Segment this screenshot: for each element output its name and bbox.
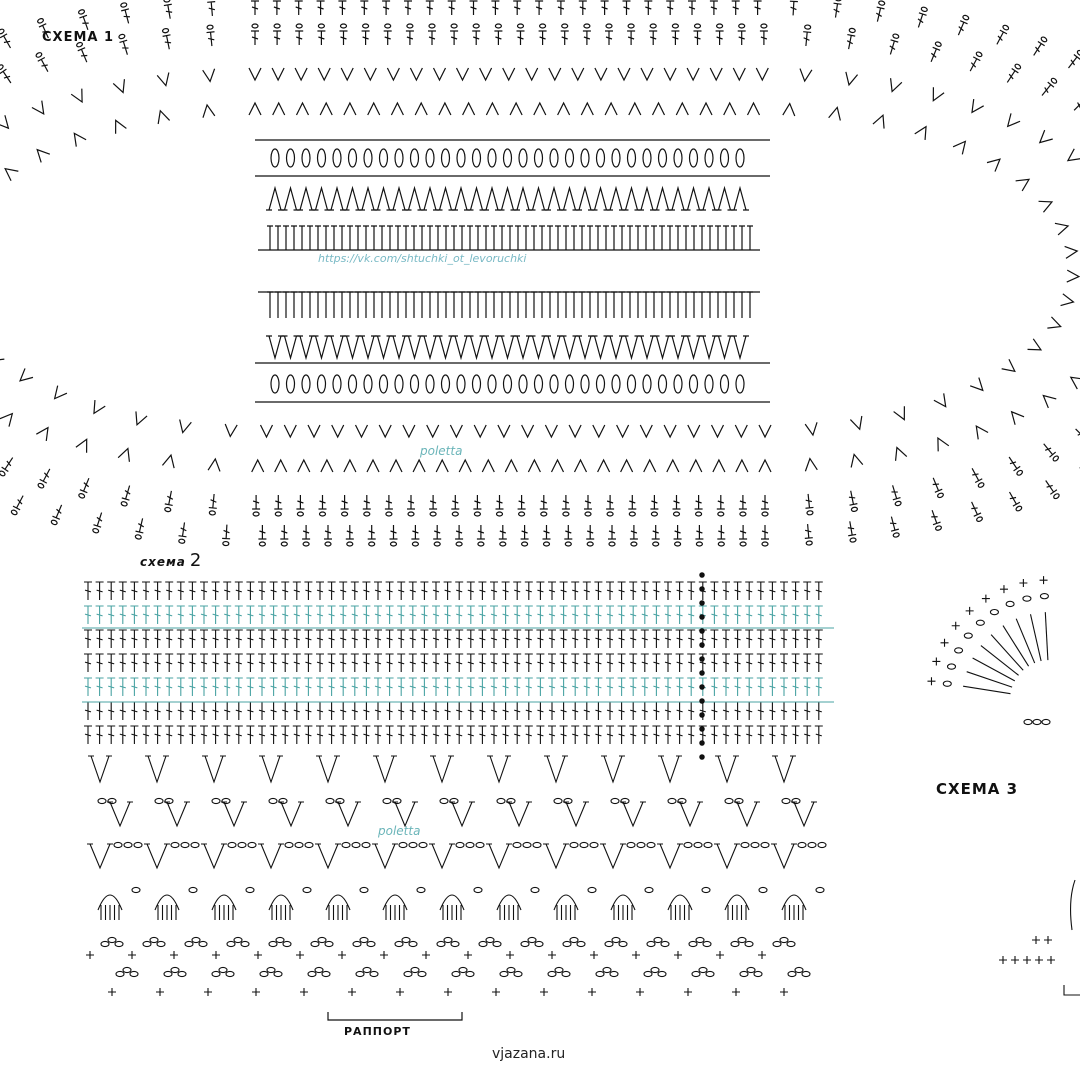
site-footer: vjazana.ru — [492, 1046, 566, 1062]
author-watermark-1: poletta — [420, 444, 463, 458]
rapport-bracket — [327, 1012, 463, 1021]
scheme-3-partial-diagram — [927, 576, 1080, 996]
scheme-1-label: СХЕМА 1 — [42, 30, 115, 45]
scheme-1-oval-diagram — [0, 0, 1080, 547]
rapport-label: РАППОРТ — [344, 1025, 411, 1038]
author-watermark-2: poletta — [378, 824, 421, 838]
url-watermark: https://vk.com/shtuchki_ot_levoruchki — [318, 252, 527, 265]
scheme-3-label: СХЕМА 3 — [936, 780, 1019, 798]
scheme-2-label-text: схема — [140, 555, 186, 569]
scheme-2-number: 2 — [189, 550, 203, 571]
scheme-2-rectangular-diagram — [82, 572, 834, 996]
